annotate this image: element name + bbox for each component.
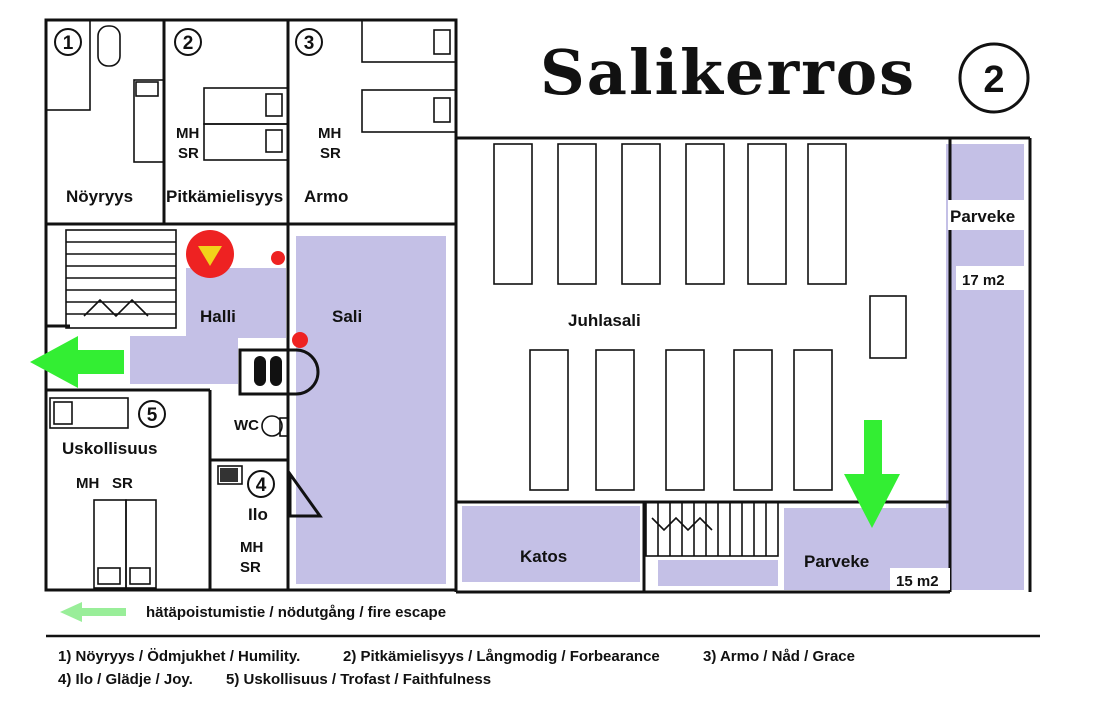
room2-furniture [203,87,289,161]
halli-floor-lower [130,336,238,384]
room-label-ilo: Ilo [248,505,268,524]
room-label-wc: WC [234,417,259,434]
chimney [238,348,320,396]
juhlasali-tables [493,143,907,491]
svg-text:1: 1 [63,33,74,54]
legend-joy: 4) Ilo / Glädje / Joy. [58,671,193,688]
svg-text:3: 3 [304,33,315,54]
parveke-bottom-area: 15 m2 [896,573,939,590]
svg-text:2: 2 [183,33,194,54]
svg-text:MH: MH [318,125,341,142]
halli-floor [186,268,286,338]
room-number-badges: 1 2 3 5 4 [54,28,323,498]
svg-text:SR: SR [320,145,341,162]
markers [186,230,308,348]
wc-fixtures [217,415,323,518]
room-label-uskollisuus: Uskollisuus [62,439,157,458]
katos-floor [462,506,640,582]
room5-furniture [49,397,157,589]
room-label-halli: Halli [200,307,236,326]
svg-text:MH: MH [240,539,263,556]
legend-arrow-icon [60,602,126,622]
svg-text:SR: SR [240,559,261,576]
legend-forbearance: 2) Pitkämielisyys / Långmodig / Forbeara… [343,648,660,665]
bed-codes: MH SR MH SR MH SR MH SR [76,125,341,576]
svg-text:SR: SR [178,145,199,162]
room-label-parveke-right: Parveke [950,207,1015,226]
staircase-left [65,229,177,329]
svg-text:MH: MH [76,475,99,492]
parveke-right-area: 17 m2 [962,272,1005,289]
room-label-sali: Sali [332,307,362,326]
room-label-katos: Katos [520,547,567,566]
svg-text:MH: MH [176,125,199,142]
room-label-parveke-bottom: Parveke [804,552,869,571]
red-dot-icon [271,251,285,265]
fire-escape-arrows [30,336,900,622]
svg-text:4: 4 [256,475,267,496]
legend-grace: 3) Armo / Nåd / Grace [703,648,855,665]
floor-number-badge [958,42,1030,114]
fire-escape-arrow-down-icon [844,420,900,528]
parveke-bottom-left [658,560,778,586]
svg-text:5: 5 [147,405,158,426]
staircase-bottom [645,501,779,557]
legend-humility: 1) Nöyryys / Ödmjukhet / Humility. [58,648,301,665]
fire-escape-legend: hätäpoistumistie / nödutgång / fire esca… [146,604,447,621]
sali-floor [296,236,446,584]
room-label-noyryys: Nöyryys [66,187,133,206]
fire-escape-arrow-left-icon [30,336,124,388]
room1-furniture [45,19,165,163]
room3-furniture [361,19,457,133]
legend-faithfulness: 5) Uskollisuus / Trofast / Faithfulness [226,671,492,688]
room-label-juhlasali: Juhlasali [568,311,641,330]
floor-number: 2 [983,59,1004,101]
red-dot-icon [292,332,308,348]
page-title: Salikerros [540,36,916,109]
room-label-pitkamielisyys: Pitkämielisyys [166,187,283,206]
svg-text:SR: SR [112,475,133,492]
room-label-armo: Armo [304,187,348,206]
